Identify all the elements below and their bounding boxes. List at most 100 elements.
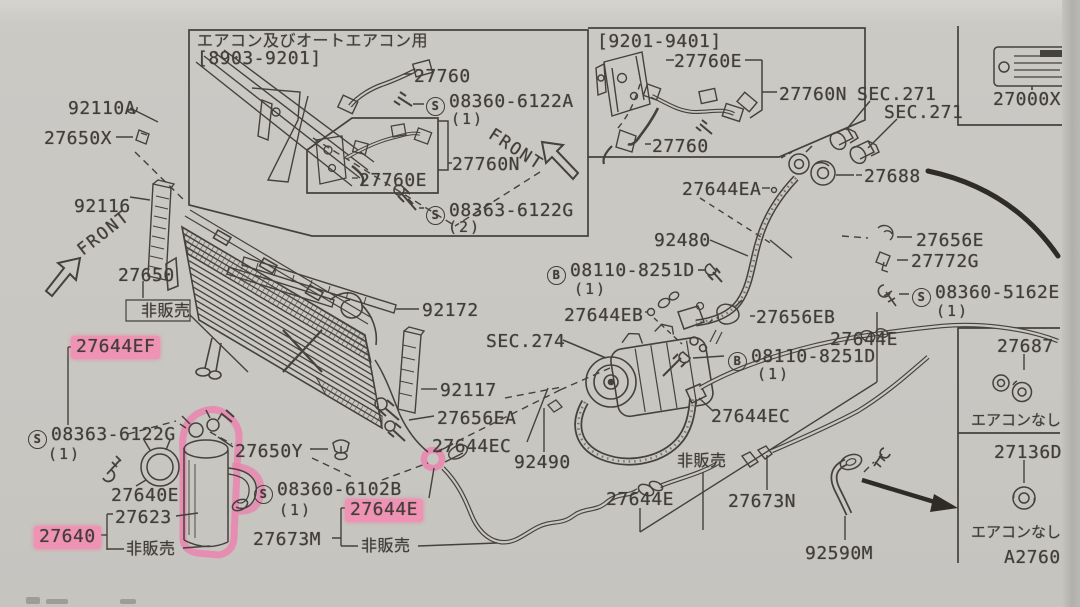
label-27650y: 27650Y <box>235 442 303 462</box>
label-92117: 92117 <box>440 381 497 401</box>
label-27644e-3: 27644E <box>606 490 674 510</box>
label-text: (1) <box>757 365 791 383</box>
label-27760-b: 27760 <box>652 137 709 157</box>
label-aircon-nashi-1: エアコンなし <box>971 412 1061 429</box>
label-text: SEC.271 <box>884 102 964 123</box>
label-qty-1e: (1) <box>936 303 969 320</box>
label-text: 27650X <box>44 128 113 149</box>
label-hihanbai-1: 非販売 <box>141 302 191 320</box>
label-text: 27640 <box>39 526 96 547</box>
label-hihanbai-3: 非販売 <box>361 537 411 555</box>
circled-s-icon: S <box>426 96 445 116</box>
suction-hose-art <box>574 383 714 466</box>
label-text: 非販売 <box>677 451 727 470</box>
label-27640: 27640 <box>34 526 101 549</box>
label-text: A2760 <box>1004 547 1061 568</box>
label-text: 27644EB <box>564 305 644 326</box>
label-text: 08110-8251D <box>570 260 695 281</box>
label-text: 92172 <box>422 300 479 321</box>
label-92172: 92172 <box>422 301 479 321</box>
label-text: 92480 <box>654 230 711 251</box>
label-text: 27644EC <box>711 406 791 427</box>
label-text: 27623 <box>115 507 172 528</box>
label-27760n-a: 27760N <box>452 155 520 175</box>
label-text: 27656EA <box>437 408 517 429</box>
circled-s-icon: S <box>28 429 47 449</box>
label-27623: 27623 <box>115 508 172 528</box>
label-text: [8903-9201] <box>197 48 322 69</box>
front-arrow-icons <box>44 140 580 298</box>
label-text: (1) <box>574 280 608 298</box>
label-27650: 27650 <box>118 266 175 286</box>
label-text: 08363-6122G <box>449 200 574 221</box>
boxa-screws <box>393 184 424 211</box>
label-text: 08110-8251D <box>751 346 876 367</box>
label-27760e-a: 27760E <box>359 171 427 191</box>
27656ea-art <box>374 359 435 453</box>
label-hihanbai-2: 非販売 <box>126 540 176 558</box>
label-text: 27760N <box>452 154 521 175</box>
label-text: 27656E <box>916 230 985 251</box>
label-text: (2) <box>448 218 482 236</box>
boxa-harness-art <box>315 120 452 185</box>
label-27640e: 27640E <box>111 486 179 506</box>
label-qty-2: (2) <box>448 219 481 236</box>
label-27644ec-2: 27644EC <box>711 407 790 427</box>
label-text: (1) <box>936 302 970 320</box>
circled-s-icon: S <box>426 205 445 225</box>
label-27760n-b: 27760N <box>779 85 847 105</box>
label-27644e-1: 27644E <box>345 499 424 522</box>
label-27760e-b: 27760E <box>674 52 742 72</box>
label-text: 08360-6102B <box>277 479 402 500</box>
label-text: 92110A <box>68 98 137 119</box>
label-27644ec-1: 27644EC <box>432 437 511 457</box>
condenser-art <box>165 209 384 430</box>
label-92490: 92490 <box>514 453 571 473</box>
27644eb-orings <box>645 186 778 345</box>
boxb-harness-art <box>595 51 777 165</box>
label-qty-1b: (1) <box>279 502 312 519</box>
label-text: SEC.271 <box>857 84 937 105</box>
label-a2760: A2760 <box>1004 548 1061 568</box>
label-text: 27644E <box>606 489 675 510</box>
label-27644eb: 27644EB <box>564 306 643 326</box>
boxa-radiator-support-art <box>195 49 434 187</box>
label-text: [9201-9401] <box>597 31 722 52</box>
label-27656eb: 27656EB <box>756 308 835 328</box>
label-qty-1d: (1) <box>574 281 607 298</box>
label-text: 27760 <box>652 136 709 157</box>
label-text: 27656EB <box>756 307 836 328</box>
27688-ring-art <box>780 145 854 186</box>
boxd-grommet-art <box>992 374 1036 510</box>
page-edge-shadow <box>1062 0 1080 607</box>
scan-artifact <box>26 597 136 604</box>
label-aircon-nashi-2: エアコンなし <box>971 524 1061 541</box>
label-text: 08360-5162E <box>935 282 1060 303</box>
label-text: 27644EA <box>682 179 762 200</box>
label-boxa-range: [8903-9201] <box>197 49 322 69</box>
circled-s-icon: S <box>254 484 273 504</box>
label-27687: 27687 <box>997 337 1054 357</box>
leader-lines <box>67 88 1033 550</box>
label-27688: 27688 <box>864 167 921 187</box>
label-text: 27687 <box>997 336 1054 357</box>
label-27760-a: 27760 <box>414 67 471 87</box>
label-text: 27760E <box>359 170 428 191</box>
label-hihanbai-4: 非販売 <box>677 452 727 470</box>
label-92110a: 92110A <box>68 99 136 119</box>
label-text: 27673M <box>253 529 322 550</box>
label-text: 27644E <box>350 499 419 520</box>
label-27644e-2: 27644E <box>830 330 898 350</box>
label-text: 非販売 <box>141 301 191 320</box>
92590m-hook-art <box>830 447 891 516</box>
rear-pipe-lower <box>436 355 930 545</box>
thick-arc <box>925 168 1061 259</box>
label-text: (1) <box>48 445 82 463</box>
label-text: エアコン及びオートエアコン用 <box>197 31 429 50</box>
